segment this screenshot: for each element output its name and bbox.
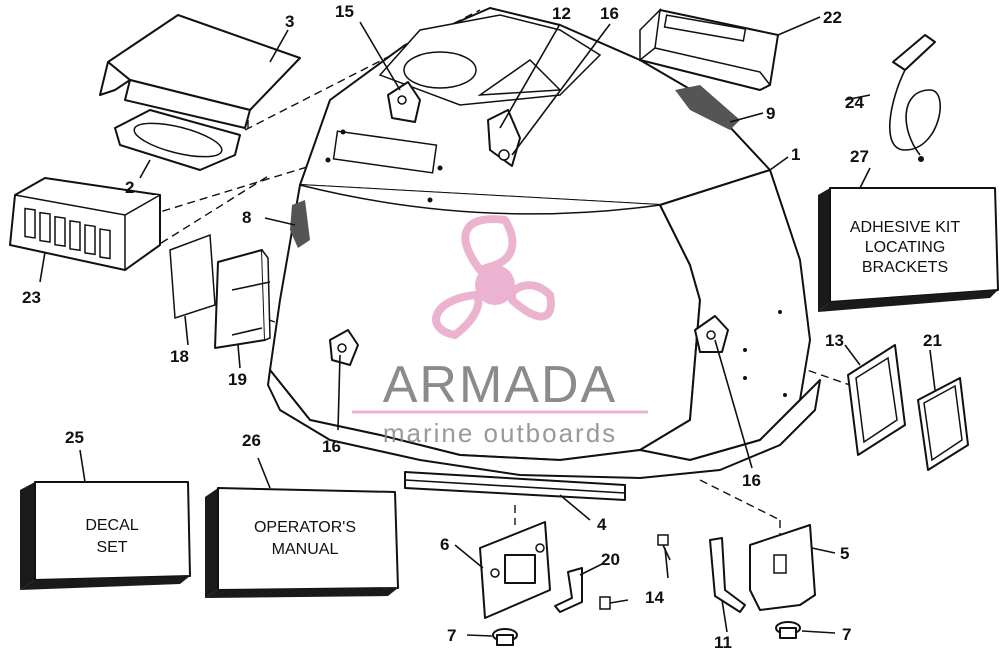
callout-2: 2: [125, 178, 134, 197]
rear-cover-block: [639, 7, 779, 91]
callout-21: 21: [923, 331, 942, 350]
decal-set-box: DECAL SET: [20, 481, 191, 590]
callout-5: 5: [840, 544, 849, 563]
l-bracket: [709, 537, 746, 613]
propeller-logo-icon: [432, 215, 555, 339]
callout-16-top: 16: [600, 4, 619, 23]
cover-pad: [917, 377, 969, 471]
cover-frame: [847, 344, 906, 456]
callout-6: 6: [440, 535, 449, 554]
gasket-ring: [114, 109, 241, 171]
engine-cover-cowl: [267, 7, 821, 479]
callout-16-left: 16: [322, 437, 341, 456]
grommet-left: [492, 628, 518, 646]
operators-manual-box: OPERATOR'S MANUAL: [205, 487, 399, 598]
callout-25: 25: [65, 428, 84, 447]
latch-bracket: [479, 521, 551, 619]
callout-24: 24: [845, 93, 864, 112]
adhesive-box-line-3: BRACKETS: [862, 259, 948, 276]
adhesive-kit-box: ADHESIVE KIT LOCATING BRACKETS: [818, 187, 999, 312]
bracket-15: [387, 81, 421, 123]
watermark-tagline: marine outboards: [383, 418, 617, 448]
grommet-right: [775, 621, 801, 639]
callout-18: 18: [170, 347, 189, 366]
seal-strip: [404, 471, 626, 501]
decal-box-line-1: DECAL: [85, 517, 138, 534]
callout-23: 23: [22, 288, 41, 307]
bracket-16-left: [329, 329, 359, 366]
intake-grille: [9, 177, 161, 271]
manual-box-line-1: OPERATOR'S: [254, 519, 356, 536]
wire-harness: [888, 34, 941, 162]
callout-3: 3: [285, 12, 294, 31]
clip-bracket: [554, 567, 583, 613]
seal-foam-9: [675, 85, 740, 130]
armada-watermark: ARMADA marine outboards: [352, 215, 648, 448]
callout-16-right: 16: [742, 471, 761, 490]
callout-12: 12: [552, 4, 571, 23]
watermark-brand: ARMADA: [383, 356, 617, 414]
callout-7-left: 7: [447, 626, 456, 645]
callout-22: 22: [823, 8, 842, 27]
callout-4: 4: [597, 515, 607, 534]
manual-box-line-2: MANUAL: [272, 541, 339, 558]
callout-20: 20: [601, 550, 620, 569]
bracket-16-right: [694, 315, 729, 353]
callout-numbers: 3 2 15 12 16 22 24 9 1 27 8 23 18 19 16 …: [22, 2, 942, 652]
grille-slots: [24, 207, 111, 260]
callout-26: 26: [242, 431, 261, 450]
callout-8: 8: [242, 208, 251, 227]
callout-15: 15: [335, 2, 354, 21]
callout-14: 14: [645, 588, 664, 607]
callout-13: 13: [825, 331, 844, 350]
mounting-plate: [214, 249, 271, 349]
callout-7-right: 7: [842, 625, 851, 644]
seal-foam-8: [290, 200, 310, 248]
adhesive-box-line-1: ADHESIVE KIT: [850, 219, 960, 236]
air-silencer-cover: [99, 14, 301, 129]
callout-27: 27: [850, 147, 869, 166]
screw-14: [599, 534, 671, 610]
adhesive-pad: [169, 233, 216, 320]
callout-11: 11: [714, 633, 732, 652]
latch-plate: [749, 524, 816, 611]
leader-lines: [39, 16, 936, 637]
bracket-12: [487, 109, 521, 167]
callout-9: 9: [766, 104, 775, 123]
callout-1: 1: [791, 145, 800, 164]
adhesive-box-line-2: LOCATING: [865, 239, 946, 256]
decal-box-line-2: SET: [96, 539, 127, 556]
callout-19: 19: [228, 370, 247, 389]
